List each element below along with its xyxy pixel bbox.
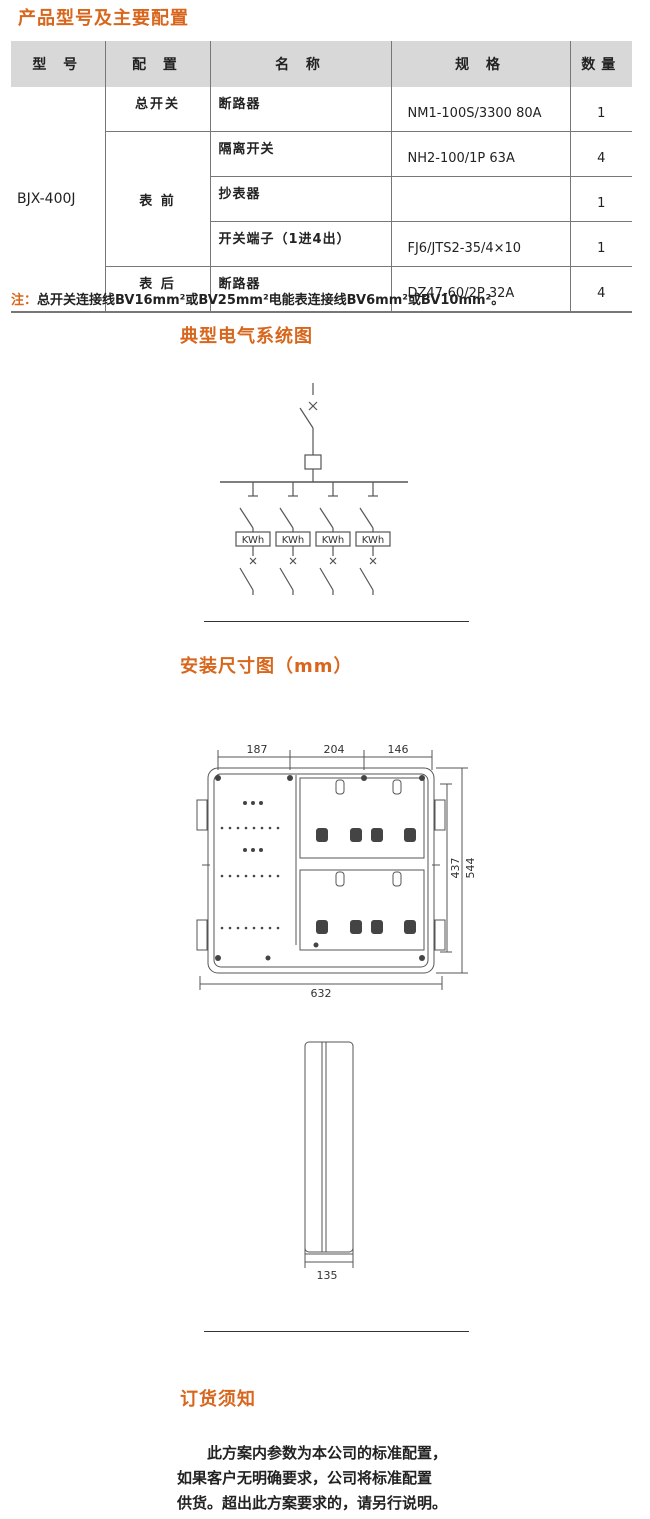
dim-side: 135 [317, 1269, 338, 1282]
meter-label: KWh [362, 535, 384, 546]
section-title-system-diagram: 典型电气系统图 [180, 326, 313, 347]
divider [204, 1331, 469, 1332]
dim-top-1: 187 [247, 743, 268, 756]
name-cell: 断路器 [209, 87, 391, 132]
table-row: 表 前 隔离开关 NH2-100/1P 63A 4 [11, 131, 632, 267]
table-row: 抄表器 1 [11, 176, 632, 222]
spec-cell: FJ6/JTS2-35/4×10 [390, 221, 570, 267]
config-table: 型 号 配 置 名 称 规 格 数量 BJX-400J 总开关 断路器 NM1-… [11, 41, 632, 313]
qty-cell: 1 [569, 176, 632, 222]
qty-cell: 1 [569, 87, 632, 132]
notice-line: 此方案内参数为本公司的标准配置， [207, 1444, 448, 1462]
qty-cell: 4 [569, 131, 632, 177]
header-name: 名 称 [209, 41, 391, 87]
notice-line: 如果客户无明确要求，公司将标准配置 [177, 1469, 433, 1487]
model-cell: BJX-400J [11, 87, 105, 313]
name-cell: 断路器 [209, 266, 391, 313]
spec-cell: NH2-100/1P 63A [390, 131, 570, 177]
section-title-config: 产品型号及主要配置 [18, 8, 189, 29]
table-row: BJX-400J 总开关 断路器 NM1-100S/3300 80A 1 [11, 87, 632, 313]
section-title-dimensions: 安装尺寸图（mm） [180, 656, 353, 677]
note-label: 注： [11, 293, 38, 308]
divider [204, 621, 469, 622]
meter-label: KWh [282, 535, 304, 546]
header-qty: 数量 [569, 41, 632, 87]
side-view-drawing: 135 [304, 1041, 354, 1282]
spec-cell [390, 176, 570, 222]
note-text: 总开关连接线BV16mm²或BV25mm²电能表连接线BV6mm²或BV10mm… [37, 293, 505, 308]
ordering-notice: 此方案内参数为本公司的标准配置， 如果客户无明确要求，公司将标准配置 供货。超出… [177, 1441, 497, 1516]
config-cell: 表 后 [104, 266, 210, 313]
name-cell: 开关端子（1进4出） [209, 221, 391, 267]
notice-line: 供货。超出此方案要求的，请另行说明。 [177, 1494, 448, 1512]
spec-cell: DZ47-60/2P 32A [390, 266, 570, 313]
qty-cell: 4 [569, 266, 632, 313]
meter-label: KWh [322, 535, 344, 546]
meter-label: KWh [242, 535, 264, 546]
table-row: 表 后 断路器 DZ47-60/2P 32A 4 [11, 266, 632, 313]
config-cell: 表 前 [104, 131, 210, 267]
spec-cell: NM1-100S/3300 80A [390, 87, 570, 132]
section-title-ordering: 订货须知 [180, 1389, 256, 1410]
dim-right-inner: 437 [449, 858, 462, 879]
dim-right-outer: 544 [464, 858, 477, 879]
dim-bottom: 632 [311, 987, 332, 1000]
qty-cell: 1 [569, 221, 632, 267]
config-cell: 总开关 [104, 87, 210, 132]
table-header-row: 型 号 配 置 名 称 规 格 数量 [11, 41, 632, 87]
wiring-note: 注：总开关连接线BV16mm²或BV25mm²电能表连接线BV6mm²或BV10… [11, 289, 504, 308]
name-cell: 抄表器 [209, 176, 391, 222]
header-spec: 规 格 [390, 41, 570, 87]
front-dimension-drawing: 187 204 146 632 437 544 [196, 743, 477, 1000]
name-cell: 隔离开关 [209, 131, 391, 177]
table-row: 开关端子（1进4出） FJ6/JTS2-35/4×10 1 [11, 221, 632, 267]
header-config: 配 置 [104, 41, 210, 87]
header-model: 型 号 [11, 41, 105, 87]
dim-top-2: 204 [324, 743, 345, 756]
electrical-system-diagram: KWh KWh KWh KWh [220, 383, 408, 595]
dim-top-3: 146 [388, 743, 409, 756]
